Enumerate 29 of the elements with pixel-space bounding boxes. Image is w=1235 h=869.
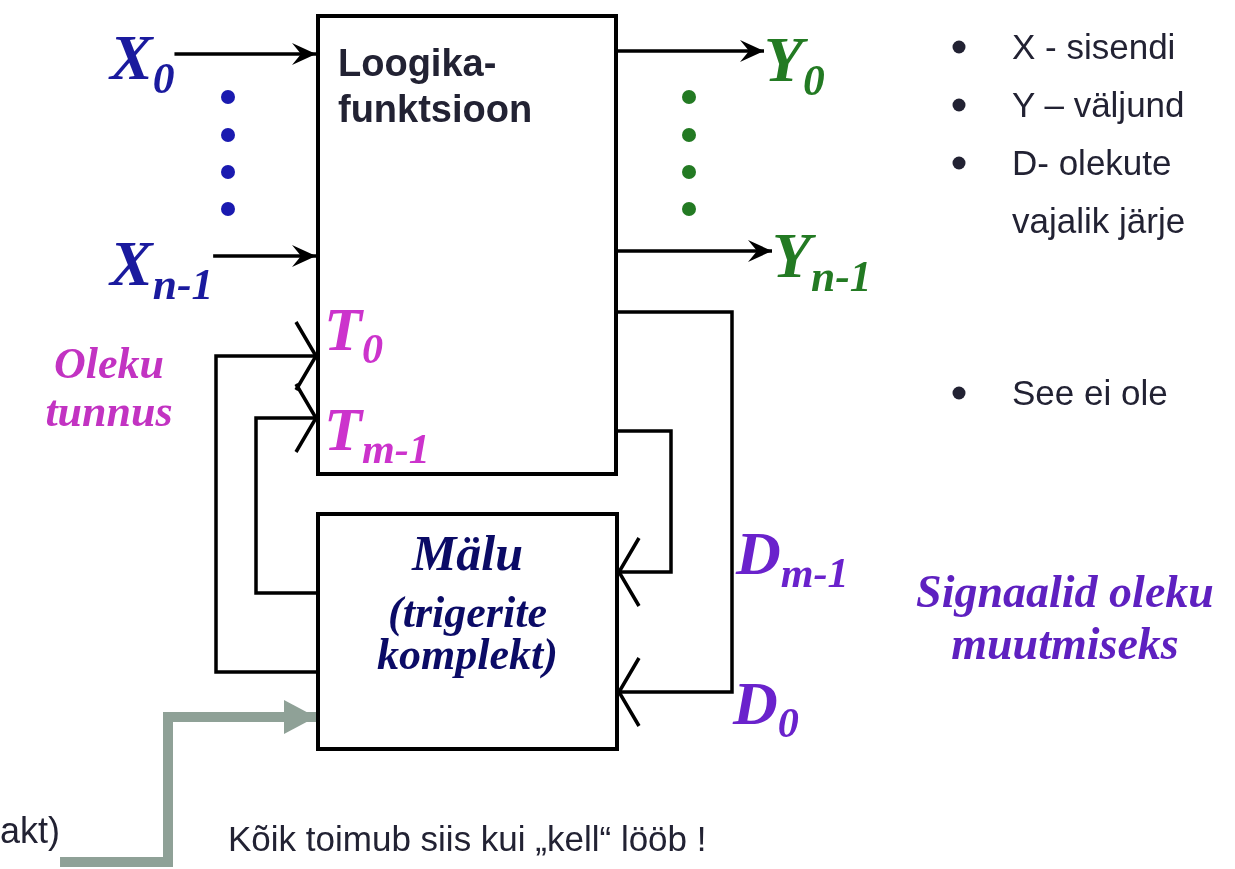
bullet-text: X - sisendi (1012, 26, 1177, 68)
clock-input-text: akt) (0, 808, 60, 866)
feedback-arrow (214, 320, 318, 674)
feedback-arrow (254, 382, 318, 595)
bullet-text: D- olekute vajalik järje (1012, 142, 1187, 242)
signal-name: T$_{0}$ (324, 298, 383, 372)
arrow (618, 40, 764, 62)
group-label: Oleku tunnus (44, 340, 174, 436)
input-signal-label: X$_{n-1}$ (110, 232, 214, 310)
note-text: Kõik toimub siis kui „kell“ lööb ! (228, 818, 707, 860)
arrow (618, 240, 772, 262)
signal-name: T$_{m-1}$ (324, 398, 430, 472)
bullet-text: Y – väljund (1012, 84, 1186, 126)
feedback-arrow (617, 310, 734, 728)
group-label: Signaalid oleku muutmiseks (915, 566, 1215, 670)
arrow (213, 245, 316, 267)
logic-function-box (316, 14, 618, 476)
box-title: Mälu (410, 528, 525, 578)
bullet-text: See ei ole (1012, 372, 1169, 414)
box-title: Loogika-funktsioon (338, 41, 534, 133)
output-signal-label: Y$_{0}$ (764, 28, 825, 106)
signal-name: D$_{0}$ (733, 672, 799, 746)
output-signal-label: Y$_{n-1}$ (772, 224, 872, 302)
clock-arrow (60, 700, 316, 867)
input-signal-label: X$_{0}$ (110, 26, 175, 104)
feedback-arrow (617, 429, 673, 608)
arrow (174, 43, 316, 65)
signal-name: D$_{m-1}$ (736, 522, 849, 596)
memory-box (316, 512, 619, 751)
